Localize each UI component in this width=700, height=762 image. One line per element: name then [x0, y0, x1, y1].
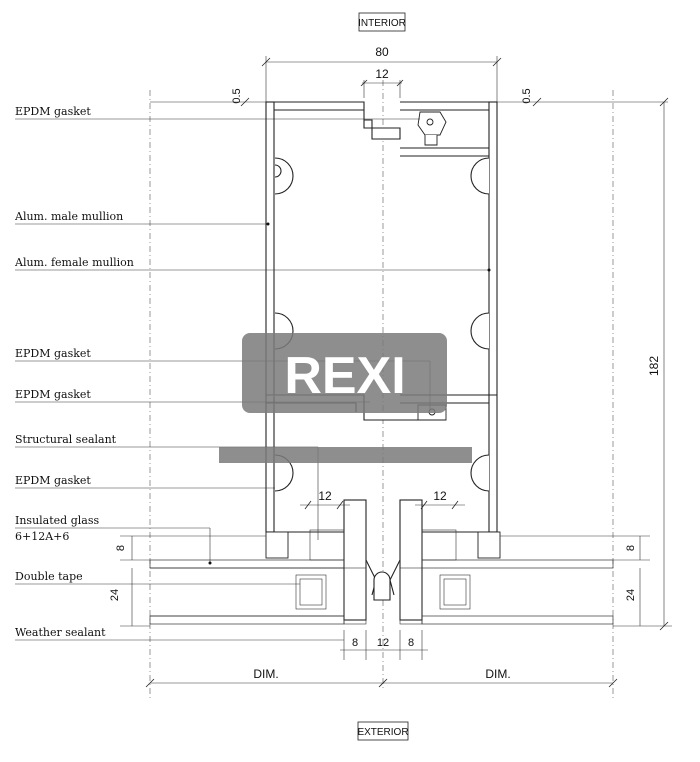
svg-text:EPDM gasket: EPDM gasket — [15, 388, 91, 401]
inner-gap-dimension: 12 — [360, 67, 404, 98]
epdm-gasket-glass — [265, 531, 501, 559]
svg-text:8: 8 — [115, 545, 127, 551]
label-epdm-gasket-1: EPDM gasket — [15, 105, 420, 120]
svg-text:EPDM gasket: EPDM gasket — [15, 474, 91, 487]
svg-text:12: 12 — [375, 67, 389, 81]
svg-text:REXI: REXI — [284, 347, 405, 405]
svg-text:Weather sealant: Weather sealant — [15, 626, 106, 639]
label-double-tape: Double tape — [15, 570, 300, 585]
offset-right-dimension: 0.5 — [497, 88, 668, 107]
interior-title: INTERIOR — [358, 12, 406, 32]
epdm-gasket-top — [417, 111, 447, 146]
tape-left-dimension: 24 — [109, 568, 150, 627]
svg-text:INTERIOR: INTERIOR — [358, 18, 406, 29]
svg-text:0.5: 0.5 — [231, 88, 243, 103]
svg-text:EPDM gasket: EPDM gasket — [15, 347, 91, 360]
exterior-title: EXTERIOR — [357, 721, 409, 741]
svg-text:12: 12 — [377, 637, 389, 649]
module-dimension: DIM. DIM. — [145, 667, 618, 688]
svg-text:8: 8 — [352, 637, 358, 649]
svg-text:24: 24 — [109, 589, 121, 601]
label-weather-sealant: Weather sealant — [15, 626, 344, 641]
insulated-glass — [149, 559, 614, 625]
svg-text:6+12A+6: 6+12A+6 — [15, 530, 69, 543]
svg-text:12: 12 — [318, 489, 332, 503]
svg-text:8: 8 — [408, 637, 414, 649]
glass-right-dimension: 8 — [500, 535, 650, 561]
svg-text:Double tape: Double tape — [15, 570, 83, 583]
svg-text:Structural sealant: Structural sealant — [15, 433, 117, 446]
svg-text:DIM.: DIM. — [253, 667, 278, 681]
svg-text:Alum. female mullion: Alum. female mullion — [14, 256, 134, 269]
female-mullion-profile — [400, 101, 498, 533]
svg-text:80: 80 — [375, 45, 389, 59]
svg-text:0.5: 0.5 — [521, 88, 533, 103]
male-mullion-profile — [265, 101, 420, 533]
sealant-right-dimension: 12 — [415, 489, 465, 510]
glass-left-dimension: 8 — [115, 535, 266, 561]
svg-text:24: 24 — [625, 589, 637, 601]
top-width-dimension: 80 — [261, 45, 502, 102]
label-female-mullion: Alum. female mullion — [14, 256, 491, 272]
svg-text:12: 12 — [433, 489, 447, 503]
offset-left-dimension: 0.5 — [150, 88, 266, 107]
double-tape — [295, 574, 471, 610]
bottom-dimensions: 8 12 8 — [340, 630, 428, 660]
svg-text:DIM.: DIM. — [485, 667, 510, 681]
label-insulated-glass: Insulated glass 6+12A+6 — [15, 514, 212, 565]
label-epdm-gasket-4: EPDM gasket — [15, 474, 275, 489]
svg-text:EPDM gasket: EPDM gasket — [15, 105, 91, 118]
height-dimension: 182 — [613, 97, 672, 631]
svg-text:182: 182 — [647, 356, 661, 376]
weather-sealant — [343, 567, 423, 625]
svg-text:Alum. male mullion: Alum. male mullion — [14, 210, 123, 223]
rexi-watermark: REXI — [219, 333, 472, 463]
tape-right-dimension: 24 — [625, 568, 641, 626]
svg-text:8: 8 — [625, 545, 637, 551]
svg-text:Insulated glass: Insulated glass — [15, 514, 99, 527]
svg-text:EXTERIOR: EXTERIOR — [357, 727, 408, 738]
sealant-left-dimension: 12 — [300, 489, 350, 510]
label-male-mullion: Alum. male mullion — [14, 210, 270, 226]
